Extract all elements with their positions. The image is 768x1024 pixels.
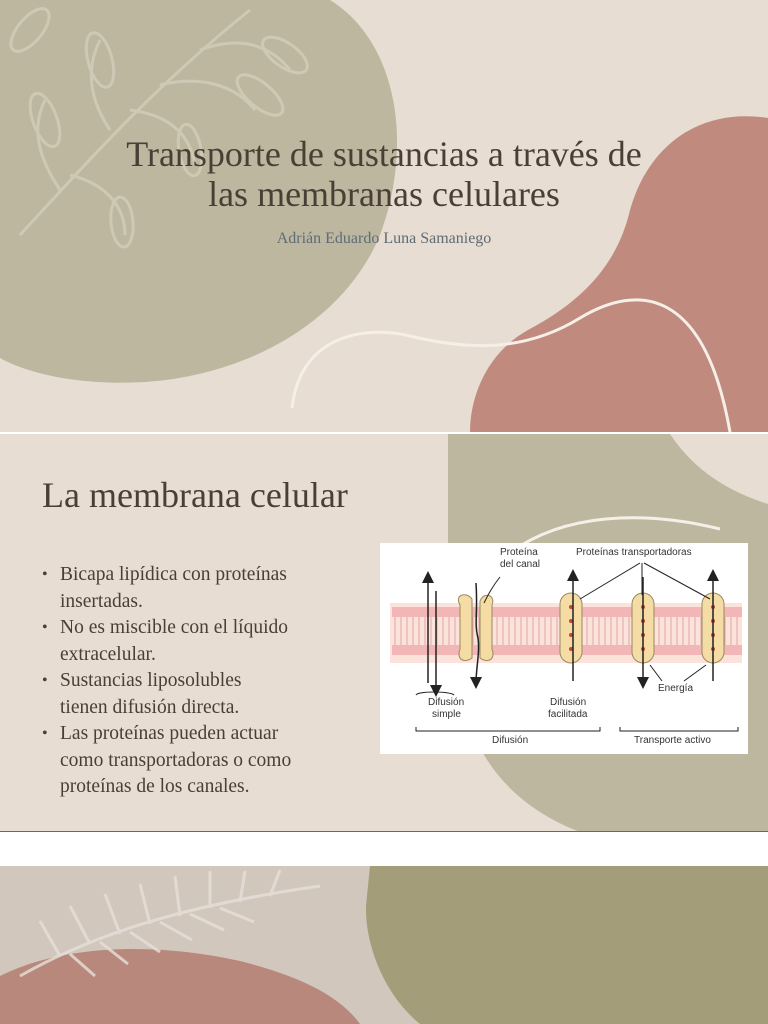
carrier-protein (631, 577, 655, 689)
label-simple-diffusion: Difusión (428, 697, 464, 708)
carrier-protein (559, 569, 583, 681)
label-facilitated-diffusion: Difusión (550, 697, 586, 708)
label-diffusion: Difusión (492, 735, 528, 746)
label-simple-diffusion: simple (432, 709, 461, 720)
sage-blob (0, 0, 398, 383)
label-facilitated-diffusion: facilitada (548, 709, 588, 720)
third-slide-partial (0, 866, 768, 1024)
slide-title: Transporte de sustancias a través de las… (126, 134, 642, 214)
white-curve-line (519, 516, 721, 548)
bullet-item: No es miscible con el líquidoextracelula… (42, 615, 362, 668)
label-active-transport: Transporte activo (634, 735, 711, 746)
slide-subtitle-author: Adrián Eduardo Luna Samaniego (276, 230, 492, 247)
slide-divider-line (0, 831, 768, 832)
olive-blob (365, 866, 768, 1024)
bullet-list: Bicapa lipídica con proteínasinsertadas.… (42, 562, 362, 801)
slide3-background-shapes (0, 866, 768, 1024)
carrier-protein (701, 569, 725, 681)
slide-gap (0, 832, 768, 866)
label-carrier-proteins: Proteínas transportadoras (576, 547, 692, 558)
slide1-background-shapes (0, 0, 768, 432)
title-slide: Transporte de sustancias a través de las… (0, 0, 768, 432)
membrane-transport-diagram: Proteína del canal Proteínas transportad… (380, 543, 748, 754)
channel-protein (458, 582, 494, 689)
white-curve-line (290, 298, 732, 432)
fern-leaf-decoration (19, 869, 321, 978)
label-channel-protein: del canal (500, 559, 540, 570)
terracotta-blob (0, 949, 360, 1024)
label-energy: Energía (658, 683, 693, 694)
label-pointer-lines (415, 562, 739, 732)
terracotta-blob (470, 116, 768, 432)
label-channel-protein: Proteína (500, 547, 538, 558)
leaf-branch-decoration (9, 7, 309, 249)
slide-title: La membrana celular (42, 475, 348, 515)
content-slide: La membrana celular Bicapa lipídica con … (0, 434, 768, 832)
membrane-diagram-svg: Proteína del canal Proteínas transportad… (390, 547, 742, 746)
